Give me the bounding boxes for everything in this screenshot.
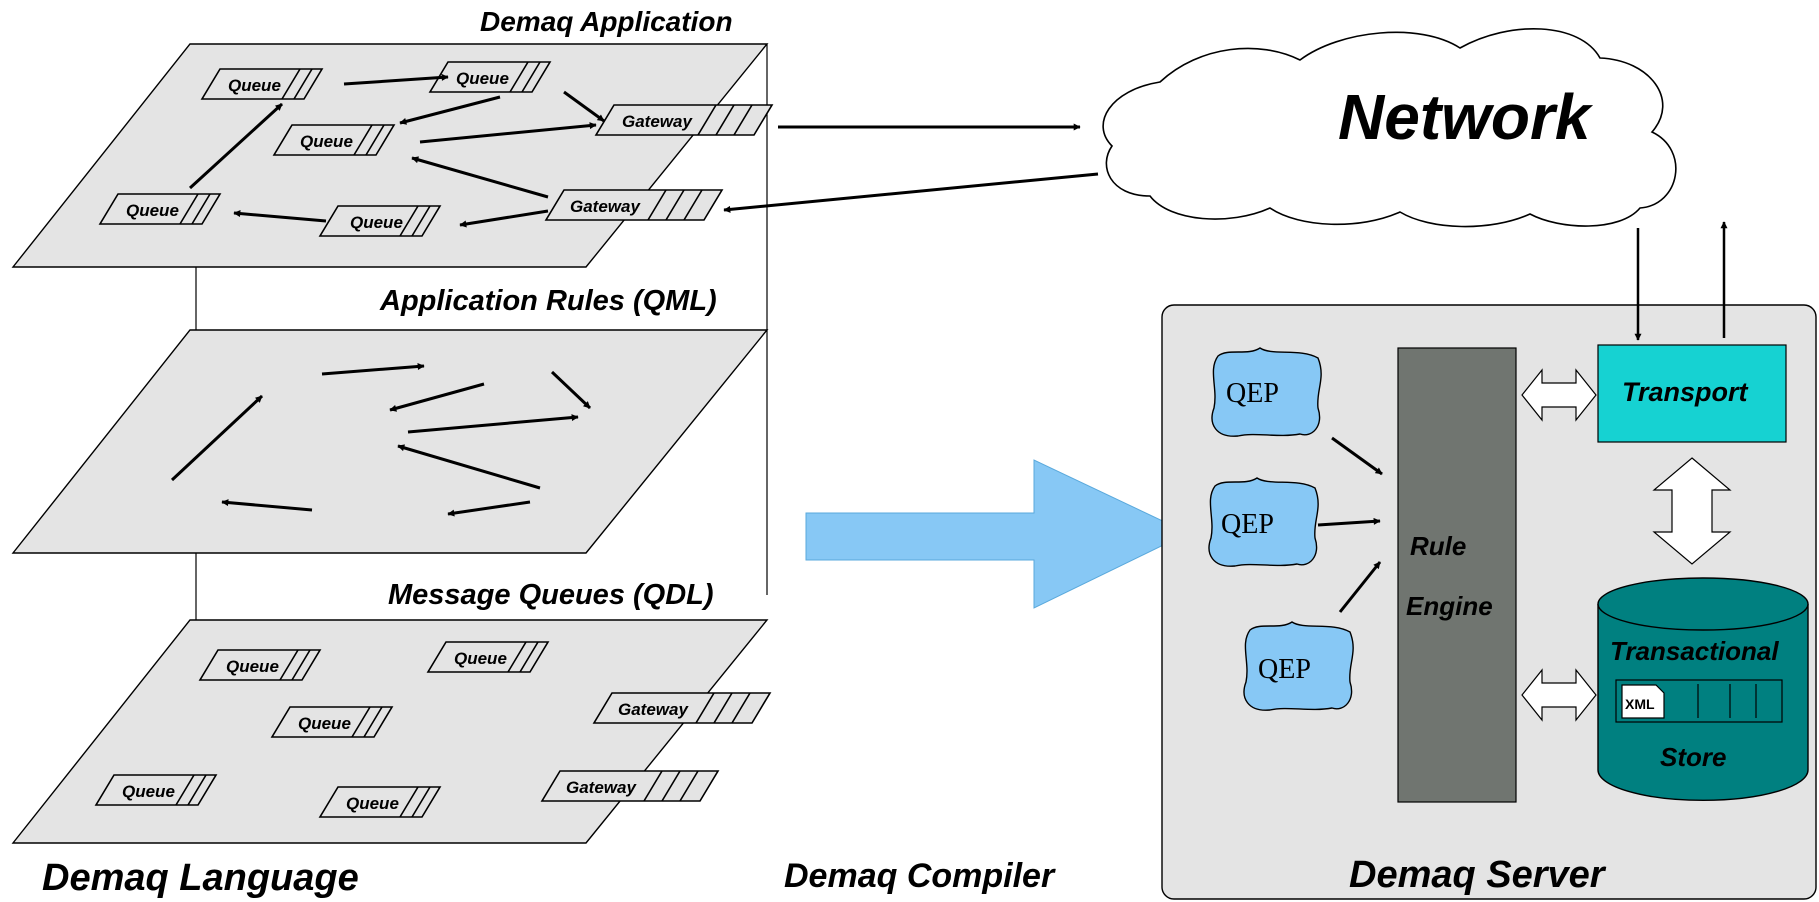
server-label: Demaq Server bbox=[1349, 854, 1607, 896]
queue-node-label: Queue bbox=[122, 782, 175, 801]
transport-store-double-arrow bbox=[1652, 457, 1732, 565]
qep-arrows bbox=[1317, 436, 1383, 613]
from-network-arrow bbox=[723, 172, 1099, 213]
queue-node: Queue bbox=[273, 124, 395, 156]
rule-engine-store-double-arrow bbox=[1521, 668, 1597, 722]
application-title: Demaq Application bbox=[480, 6, 733, 37]
transactional-store: Transactional Store XML bbox=[1597, 577, 1809, 802]
queue-node: Queue bbox=[201, 68, 323, 100]
queue-node-label: Queue bbox=[228, 76, 281, 95]
queue-node: Queue bbox=[319, 786, 441, 818]
transport-box bbox=[1597, 344, 1787, 443]
rules-plane bbox=[11, 329, 769, 554]
compiler-label: Demaq Compiler bbox=[784, 857, 1056, 895]
queue-node-label: Queue bbox=[126, 201, 179, 220]
queue-node: Queue bbox=[319, 205, 441, 237]
compiler-arrow bbox=[805, 459, 1190, 609]
qep-node: QEP bbox=[1211, 347, 1322, 437]
qep-node: QEP bbox=[1243, 621, 1354, 711]
queue-node-label: Queue bbox=[226, 657, 279, 676]
rule-engine bbox=[1397, 347, 1517, 803]
gateway-node: Gateway bbox=[595, 104, 773, 136]
store-label-line1: Transactional bbox=[1610, 636, 1779, 666]
rule-arrows bbox=[170, 363, 592, 517]
rule-engine-label-line2: Engine bbox=[1406, 591, 1493, 621]
queue-node-label: Queue bbox=[346, 794, 399, 813]
queue-node-label: Queue bbox=[456, 69, 509, 88]
queue-node-label: Queue bbox=[454, 649, 507, 668]
queue-node: Queue bbox=[99, 193, 221, 225]
queue-node: Queue bbox=[427, 641, 549, 673]
store-label-line2: Store bbox=[1660, 742, 1726, 772]
queue-node-label: Queue bbox=[350, 213, 403, 232]
qep-label: QEP bbox=[1226, 378, 1279, 409]
rule-engine-label-line1: Rule bbox=[1410, 531, 1466, 561]
application-flow-arrows bbox=[188, 73, 605, 228]
xml-label: XML bbox=[1625, 696, 1655, 712]
qep-label: QEP bbox=[1258, 654, 1311, 685]
gateway-node: Gateway bbox=[545, 189, 723, 221]
gateway-node-label: Gateway bbox=[570, 197, 641, 216]
rules-plane-label: Application Rules (QML) bbox=[379, 285, 717, 317]
queue-node: Queue bbox=[95, 774, 217, 806]
language-label: Demaq Language bbox=[42, 857, 359, 899]
queues-plane-label: Message Queues (QDL) bbox=[388, 579, 714, 611]
queue-node-label: Queue bbox=[300, 132, 353, 151]
rule-engine-transport-double-arrow bbox=[1521, 368, 1597, 422]
queue-node: Queue bbox=[271, 706, 393, 738]
network-label: Network bbox=[1338, 81, 1594, 153]
gateway-node-label: Gateway bbox=[566, 778, 637, 797]
queue-node-label: Queue bbox=[298, 714, 351, 733]
xml-document-icon bbox=[1621, 684, 1665, 719]
network-cloud bbox=[1102, 27, 1677, 228]
queue-node: Queue bbox=[429, 61, 551, 93]
qep-node: QEP bbox=[1208, 477, 1319, 567]
gateway-node: Gateway bbox=[593, 692, 771, 724]
gateway-node: Gateway bbox=[541, 770, 719, 802]
gateway-node-label: Gateway bbox=[622, 112, 693, 131]
gateway-node-label: Gateway bbox=[618, 700, 689, 719]
qep-label: QEP bbox=[1221, 509, 1274, 540]
queue-node: Queue bbox=[199, 649, 321, 681]
transport-label: Transport bbox=[1622, 377, 1749, 407]
